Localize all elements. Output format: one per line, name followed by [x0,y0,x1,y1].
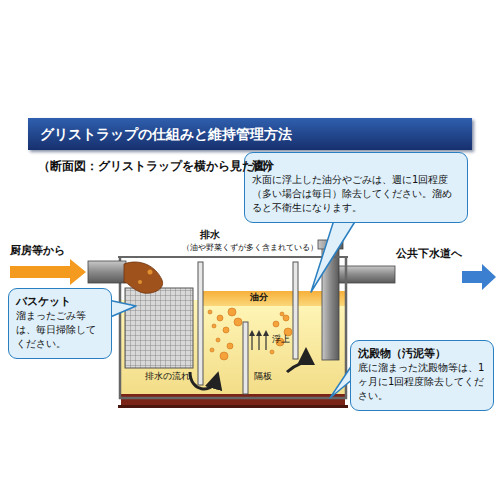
part-label: 隔板 [254,371,272,382]
tank-floor [118,405,348,408]
tank-lid [118,256,348,258]
callout-heading: 沈殿物（汚泥等） [358,346,486,361]
partition-plate [198,262,203,385]
note: （油や野菜くずが多く含まれている） [182,243,318,252]
flow-arrow [287,356,306,372]
callout-heading: 油分 [252,158,460,173]
oil-droplet [270,350,274,354]
inflow-waste [124,262,163,293]
outflow-arrow [462,264,496,290]
callout-heading: バスケット [16,294,104,309]
oil-droplet [228,308,236,316]
callout-tail [108,300,136,318]
oil-droplet [280,312,284,316]
title-banner: グリストラップの仕組みと維持管理方法 [28,118,472,150]
oil-droplet [273,321,279,327]
tank-wall [120,257,346,398]
rising-arrows [252,333,266,350]
outlet-pipe [339,266,395,283]
food-scrap [138,280,142,284]
flow-arrow [190,372,216,389]
oil-droplet [217,315,223,321]
oil-droplets [208,308,292,360]
oil-droplet [216,338,220,342]
callout-tail [311,220,356,292]
oil-droplet [223,327,229,333]
basket [125,288,193,368]
partition-plate [243,322,248,394]
oil-droplet [234,318,242,326]
inflow-arrow [10,259,86,285]
title-text: グリストラップの仕組みと維持管理方法 [40,125,460,143]
sediment-layer [121,394,345,405]
tank-interior [121,257,345,397]
inlet-pipe [88,261,126,283]
part-label: 排水の流れ [145,371,190,382]
callout-body: 底に溜まった沈殿物等は、1ヶ月に1回程度除去してください。 [358,361,486,403]
callout-body: 水面に浮上した油分やごみは、週に1回程度（多い場合は毎日）除去してください。溜め… [252,173,460,215]
basket-callout: バスケット溜まったごみ等は、毎日掃除してください。 [8,288,112,359]
part-label: 排水 [200,229,220,241]
sediment-callout: 沈殿物（汚泥等）底に溜まった沈殿物等は、1ヶ月に1回程度除去してください。 [350,340,494,411]
subtitle: （断面図：グリストラップを横から見た図） [38,159,278,173]
oil-droplet [210,348,214,352]
source-label: 厨房等から [10,244,65,257]
oil-droplet [283,315,289,321]
oil-droplet [212,324,216,328]
oil-droplet [227,343,233,349]
oil-droplet [208,310,212,314]
part-label: 浮上 [272,334,290,345]
destination-label: 公共下水道へ [396,247,462,260]
callout-body: 溜まったごみ等は、毎日掃除してください。 [16,309,104,351]
part-label: 油分 [250,292,268,303]
partition-plate [293,262,298,359]
oil-droplet [220,352,228,360]
food-scrap [148,270,153,275]
